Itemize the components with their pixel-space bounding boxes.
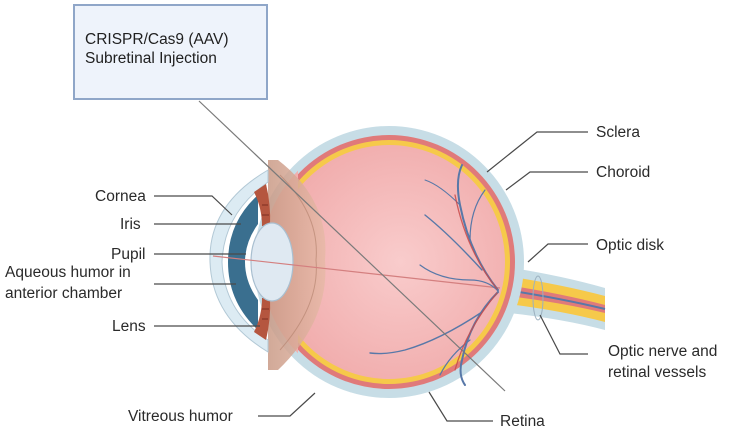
callout-line-1: CRISPR/Cas9 (AAV) [85,31,229,48]
label-optic-nerve-1: Optic nerve and [608,343,717,360]
label-choroid: Choroid [596,164,650,181]
label-sclera: Sclera [596,124,640,141]
label-optic-nerve-2: retinal vessels [608,364,706,381]
iris-shape [254,184,271,340]
label-retina: Retina [500,413,545,430]
retinal-vessels-red [454,194,498,371]
label-iris: Iris [120,216,141,233]
label-pupil: Pupil [111,246,145,263]
leader-lines-right [428,131,588,422]
label-cornea: Cornea [95,188,146,205]
callout-box: CRISPR/Cas9 (AAV) Subretinal Injection [73,4,268,100]
cornea-shape [209,169,269,353]
injection-line [198,100,506,392]
label-aqueous-2: anterior chamber [5,285,122,302]
label-lens: Lens [112,318,146,335]
callout-line-2: Subretinal Injection [85,50,217,67]
optic-nerve [499,266,606,330]
aqueous-humor [228,195,258,330]
label-vitreous: Vitreous humor [128,408,233,425]
label-optic-disk: Optic disk [596,237,664,254]
vitreous-body [273,145,505,379]
label-aqueous-1: Aqueous humor in [5,264,131,281]
callout-text: CRISPR/Cas9 (AAV) Subretinal Injection [85,30,229,68]
leader-lines-left [154,195,316,417]
